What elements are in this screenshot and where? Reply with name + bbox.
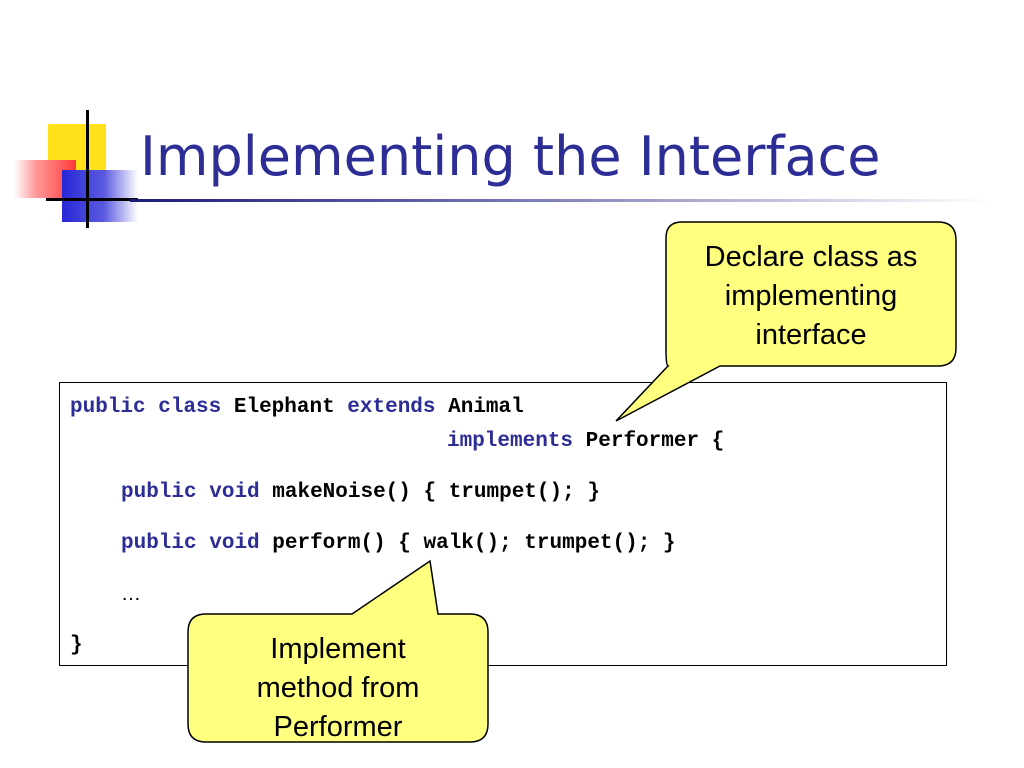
code-line-perform: public void perform() { walk(); trumpet(… — [121, 531, 676, 557]
logo-horizontal-line — [46, 198, 138, 201]
method-body: makeNoise() { trumpet(); } — [272, 481, 600, 504]
logo-blue-square — [62, 170, 138, 222]
code-line-implements: implements Performer { — [447, 429, 724, 455]
callout-implement-text: Implement method from Performer — [188, 630, 488, 747]
method-body: perform() { walk(); trumpet(); } — [272, 532, 676, 555]
code-line-make-noise: public void makeNoise() { trumpet(); } — [121, 480, 600, 506]
keyword: class — [158, 396, 222, 419]
parent-class-name: Animal — [448, 396, 524, 419]
callout-line: Declare class as — [704, 241, 918, 273]
callout-line: method from — [256, 672, 420, 704]
callout-line: Implement — [270, 633, 406, 665]
callout-declare-text: Declare class as implementing interface — [666, 238, 956, 355]
class-name: Elephant — [233, 396, 335, 419]
callout-declare-bubble — [615, 221, 957, 422]
keyword: void — [209, 532, 260, 555]
keyword: void — [209, 481, 260, 504]
keyword: public — [70, 396, 146, 419]
interface-name: Performer { — [585, 430, 725, 453]
title-underline — [130, 199, 990, 202]
callout-line: interface — [755, 319, 867, 351]
keyword: implements — [447, 430, 574, 453]
code-line-class-declaration: public class Elephant extends Animal — [70, 395, 524, 421]
callout-line: Performer — [273, 711, 403, 743]
slide-title: Implementing the Interface — [140, 125, 881, 188]
code-closing-brace: } — [70, 634, 83, 657]
keyword: extends — [347, 396, 436, 419]
callout-implement-bubble — [187, 559, 489, 743]
callout-line: implementing — [724, 280, 898, 312]
code-ellipsis: … — [121, 583, 141, 605]
keyword: public — [121, 532, 197, 555]
keyword: public — [121, 481, 197, 504]
logo-vertical-line — [86, 110, 89, 228]
